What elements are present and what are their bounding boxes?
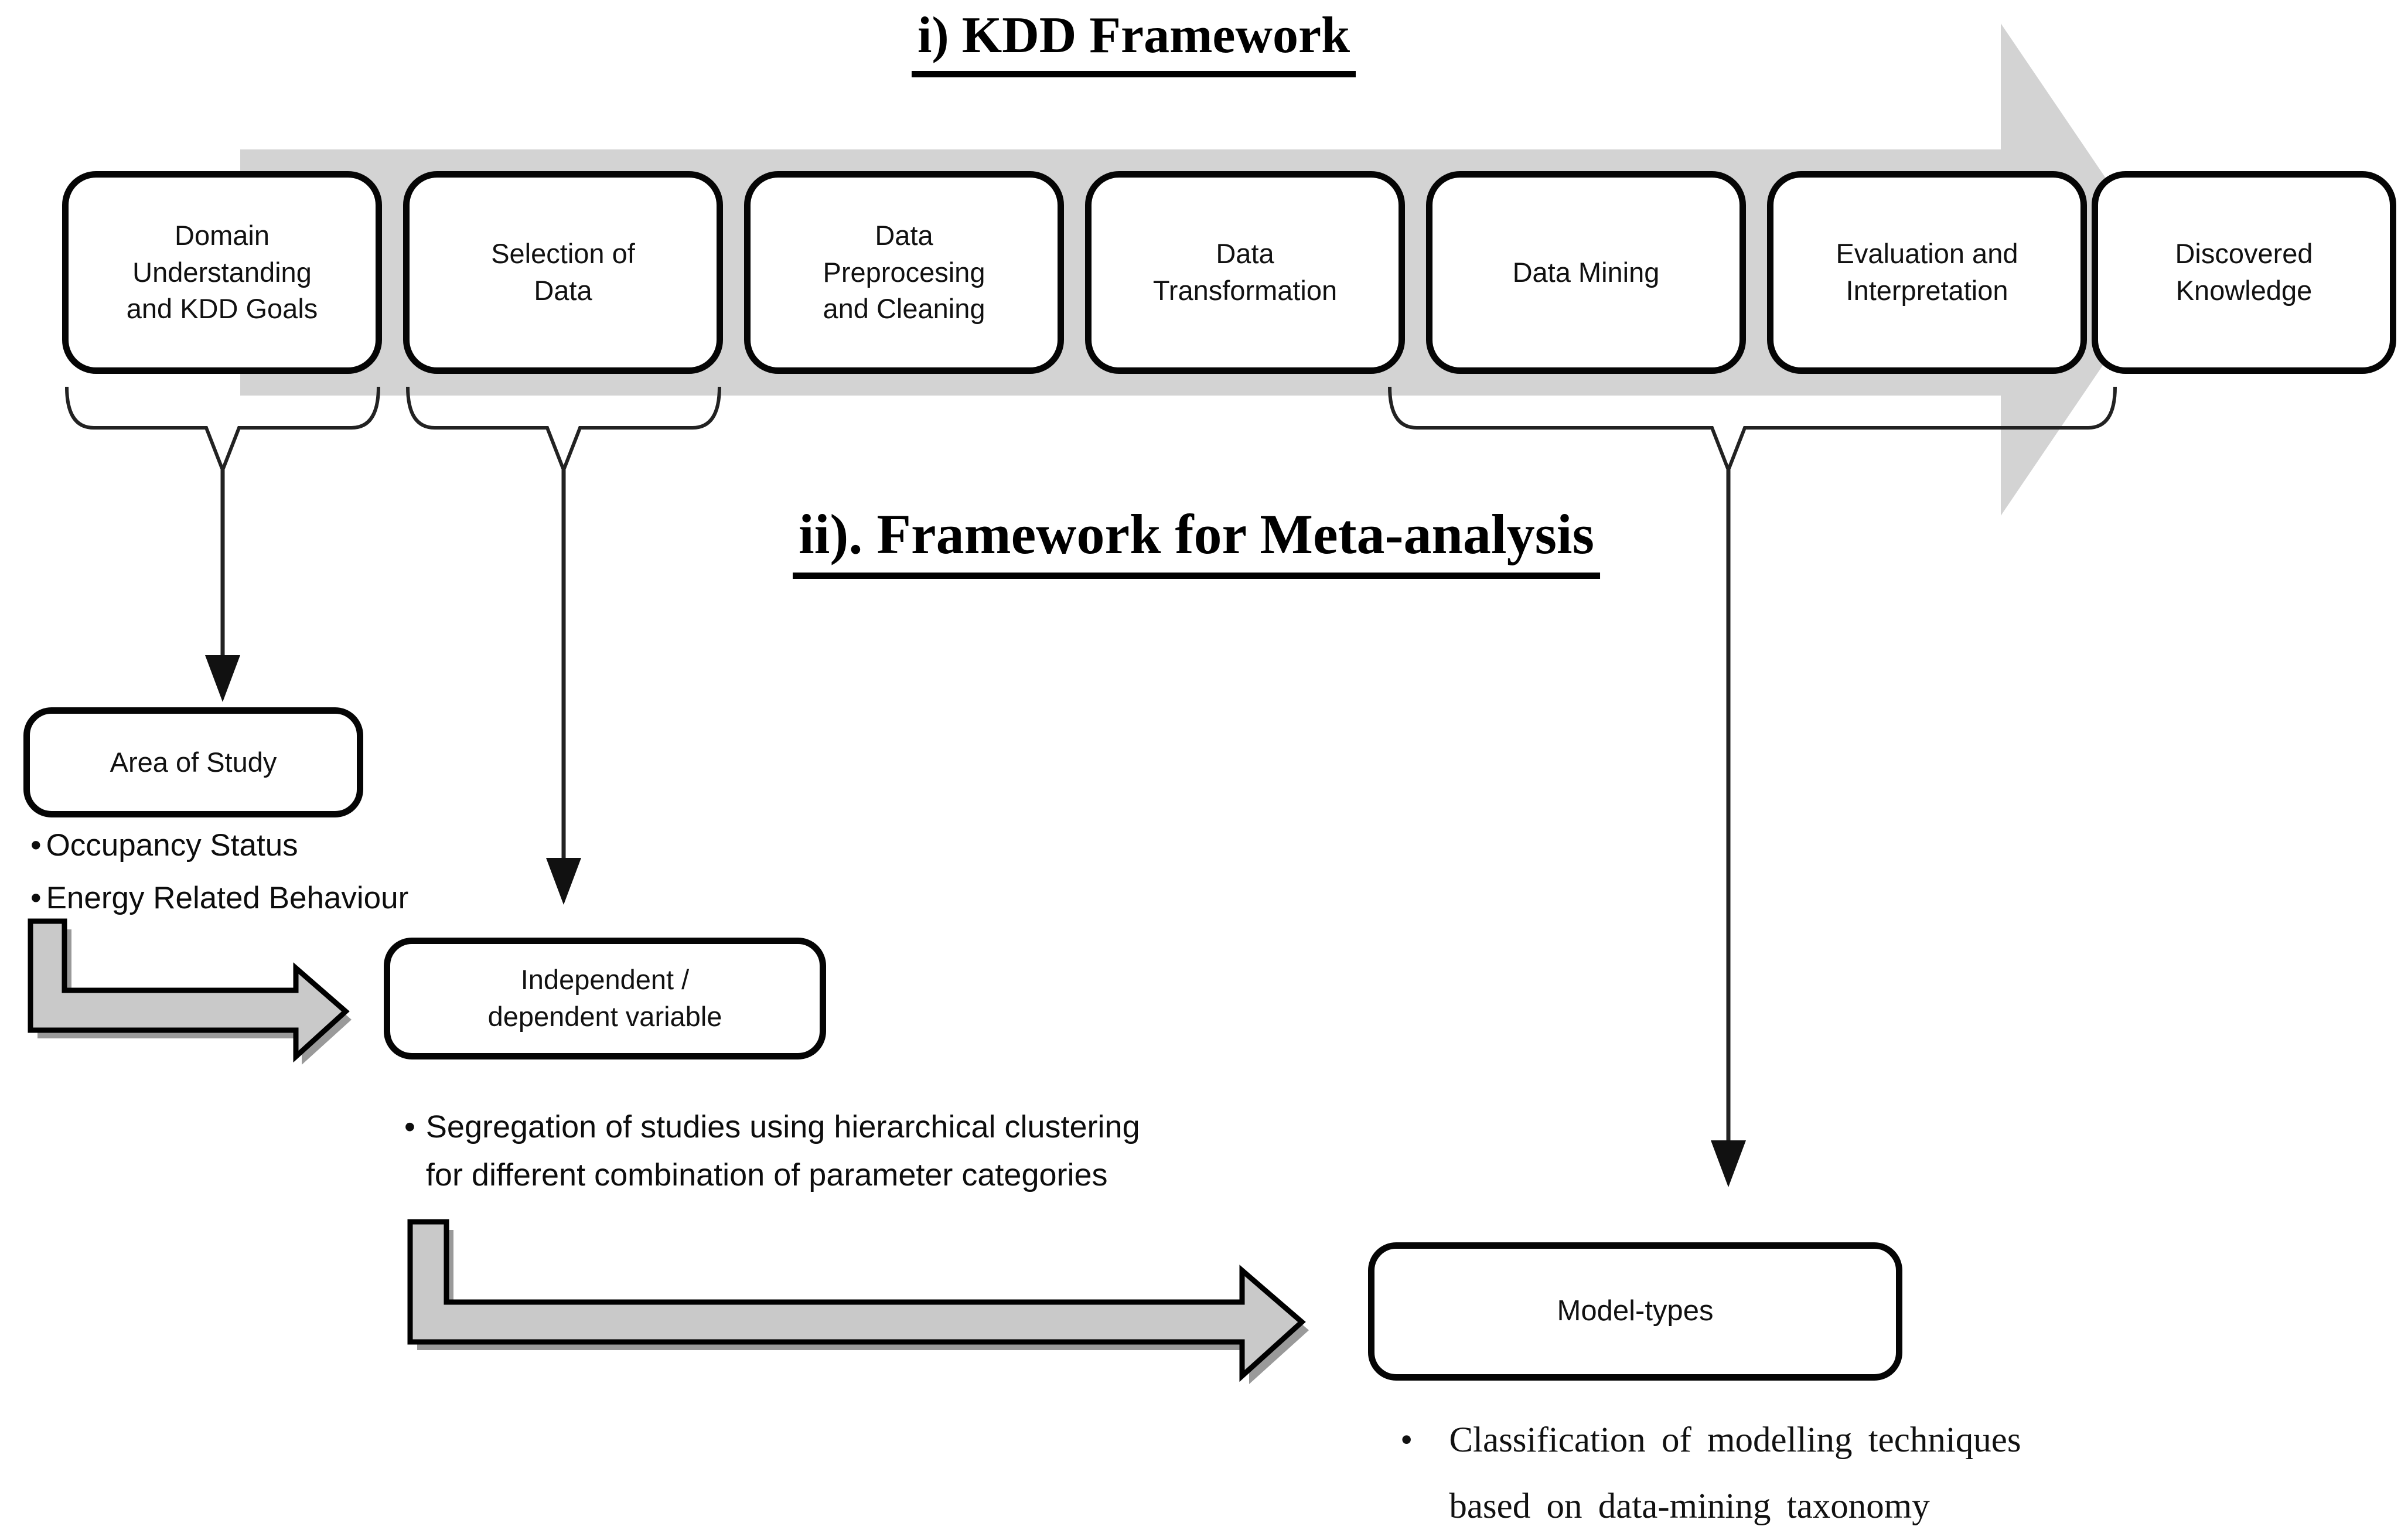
elbow-arrow-2-shadow — [417, 1230, 1309, 1384]
area-bullet-occupancy: • Occupancy Status — [30, 827, 298, 863]
arrowhead-model-types — [1711, 1140, 1746, 1187]
arrowhead-independent — [546, 858, 581, 905]
kdd-step-evaluation-interpretation: Evaluation and Interpretation — [1767, 171, 2087, 374]
brace-selection — [406, 386, 721, 475]
kdd-step-domain-understanding: Domain Understanding and KDD Goals — [62, 171, 382, 374]
elbow-arrow-2 — [407, 1219, 1306, 1382]
area-bullet-energy: • Energy Related Behaviour — [30, 880, 408, 916]
meta-analysis-title: ii). Framework for Meta-analysis — [793, 502, 1600, 579]
kdd-step-data-transformation: Data Transformation — [1085, 171, 1405, 374]
model-types-box: Model-types — [1368, 1242, 1902, 1381]
segregation-note-label: Segregation of studies using hierarchica… — [425, 1109, 1140, 1193]
bullet-icon: • — [30, 881, 42, 915]
area-bullet-energy-label: Energy Related Behaviour — [46, 881, 409, 915]
segregation-note: • Segregation of studies using hierarchi… — [404, 1103, 1140, 1199]
kdd-step-selection-of-data: Selection of Data — [403, 171, 723, 374]
kdd-framework-title: i) KDD Framework — [911, 6, 1356, 77]
kdd-step-data-preprocessing: Data Preprocesing and Cleaning — [744, 171, 1064, 374]
kdd-step-discovered-knowledge: Discovered Knowledge — [2092, 171, 2396, 374]
arrowhead-area-of-study — [205, 655, 240, 702]
bullet-icon: • — [1400, 1420, 1413, 1460]
elbow-arrow-1 — [28, 918, 350, 1063]
area-bullet-occupancy-label: Occupancy Status — [46, 828, 298, 863]
classification-note-label: Classification of modelling techniques b… — [1449, 1420, 2021, 1526]
brace-domain — [65, 386, 380, 475]
area-of-study-box: Area of Study — [23, 707, 363, 817]
bullet-icon: • — [404, 1109, 415, 1144]
bullet-icon: • — [30, 828, 42, 863]
independent-dependent-box: Independent / dependent variable — [384, 938, 826, 1059]
classification-note: • Classification of modelling techniques… — [1400, 1408, 2021, 1540]
kdd-step-data-mining: Data Mining — [1426, 171, 1746, 374]
